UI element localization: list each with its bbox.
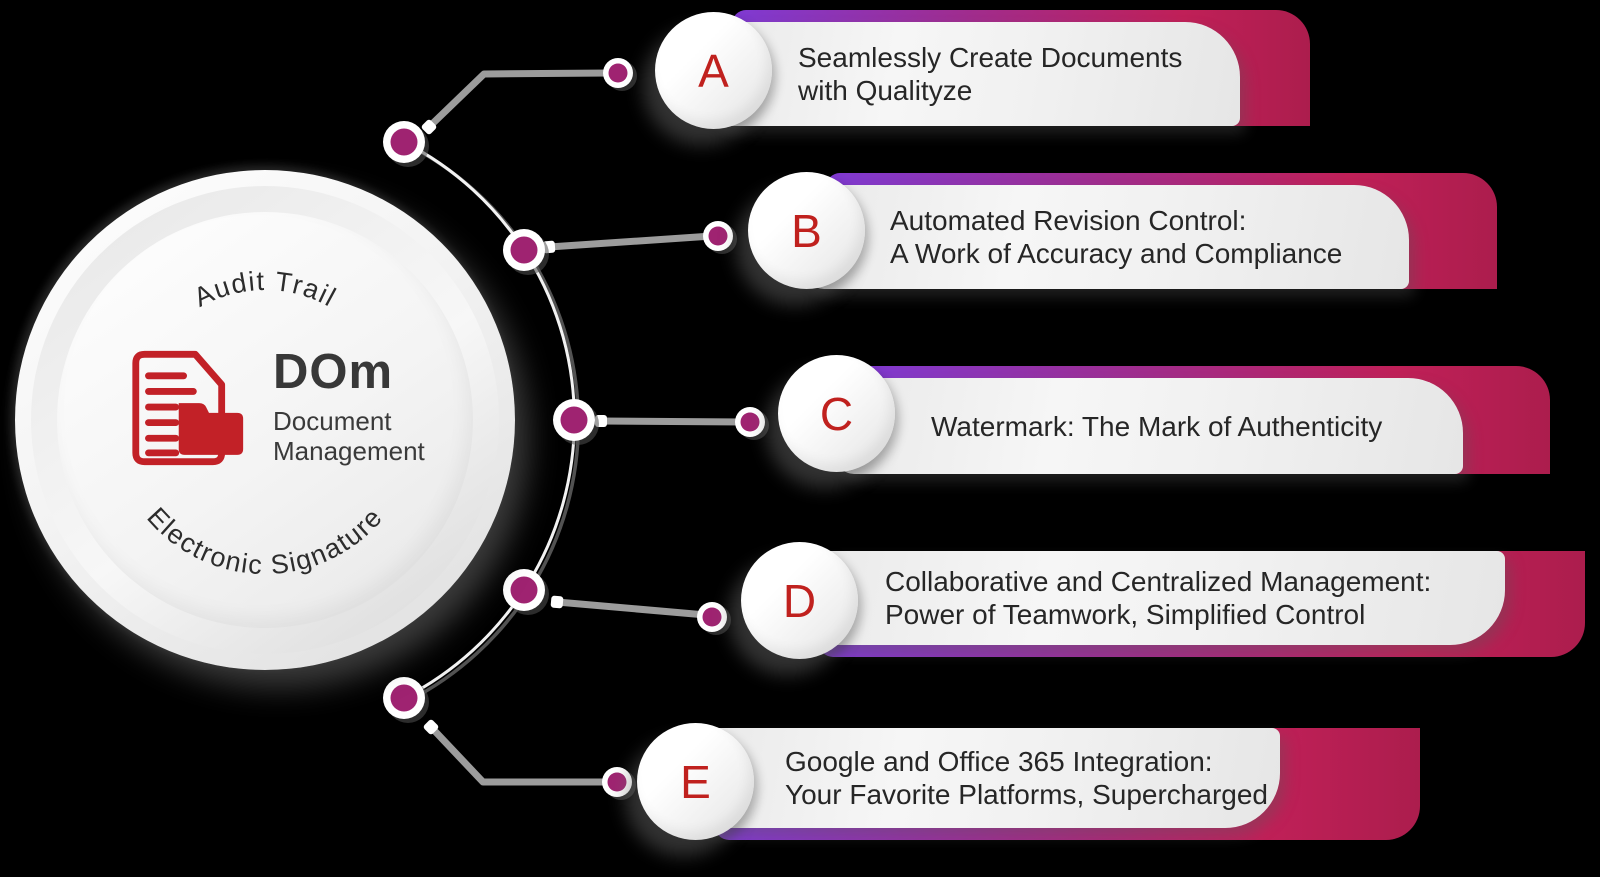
orbit-node-d — [503, 569, 549, 615]
end-dot-a — [603, 58, 637, 91]
feature-text-line2: A Work of Accuracy and Compliance — [890, 238, 1343, 269]
feature-bar — [799, 551, 1505, 645]
feature-bar — [712, 22, 1240, 126]
feature-text: Collaborative and Centralized Management… — [885, 551, 1431, 645]
feature-text-line2: Power of Teamwork, Simplified Control — [885, 599, 1366, 630]
feature-row-a: A Seamlessly Create Documents with Quali… — [655, 10, 1310, 129]
orbit-node-c — [553, 399, 599, 445]
hub-circle: Audit Trail Electronic Signature DOm Doc… — [15, 170, 515, 670]
orbit-node-e — [383, 677, 429, 723]
feature-row-b: B Automated Revision Control: A Work of … — [748, 172, 1497, 289]
connector-b — [548, 232, 713, 251]
feature-text-line2: Your Favorite Platforms, Supercharged — [785, 779, 1268, 810]
feature-text: Seamlessly Create Documents with Quality… — [798, 22, 1182, 126]
feature-row-c: C Watermark: The Mark of Authenticity — [778, 355, 1550, 474]
feature-letter-badge: B — [748, 172, 865, 289]
feature-bar — [806, 185, 1409, 289]
end-dot-c — [735, 407, 769, 440]
connector-e — [428, 724, 611, 786]
feature-row-e: E Google and Office 365 Integration: You… — [637, 723, 1420, 840]
feature-text-line1: Watermark: The Mark of Authenticity — [931, 410, 1383, 442]
notch-e — [423, 719, 439, 735]
feature-text-line2: with Qualityze — [798, 75, 973, 106]
end-dot-d — [697, 602, 731, 635]
brand-subtitle-line2: Management — [273, 436, 425, 466]
hub-inner-disc — [57, 212, 473, 628]
feature-letter: D — [782, 574, 817, 627]
brand-subtitle: Document Management — [273, 406, 425, 466]
feature-letter: A — [698, 44, 729, 97]
connector-c — [600, 417, 745, 426]
brand-subtitle-line1: Document — [273, 406, 392, 436]
feature-letter: B — [791, 204, 822, 257]
row-end-dots — [602, 58, 769, 800]
feature-text: Watermark: The Mark of Authenticity — [931, 378, 1382, 474]
feature-text-line1: Google and Office 365 Integration: — [785, 746, 1213, 777]
feature-text-line1: Automated Revision Control: — [890, 205, 1247, 236]
connector-d — [556, 598, 707, 619]
feature-text-line1: Collaborative and Centralized Management… — [885, 566, 1432, 597]
end-dot-b — [703, 221, 737, 254]
feature-letter: C — [819, 387, 854, 440]
electronic-signature-label: Electronic Signature — [141, 502, 388, 581]
orbit-node-a — [383, 121, 429, 167]
feature-bar — [695, 728, 1280, 828]
audit-trail-label: Audit Trail — [189, 266, 342, 313]
feature-letter-badge: A — [655, 12, 772, 129]
feature-letter-badge: E — [637, 723, 754, 840]
feature-letter-badge: D — [741, 542, 858, 659]
connector-a — [426, 69, 611, 130]
feature-text-line1: Seamlessly Create Documents — [798, 42, 1183, 73]
feature-text: Automated Revision Control: A Work of Ac… — [890, 185, 1342, 289]
document-folder-icon — [132, 350, 244, 466]
end-dot-e — [602, 767, 636, 800]
orbit-node-b — [503, 229, 549, 275]
feature-letter-badge: C — [778, 355, 895, 472]
feature-bar — [836, 378, 1463, 474]
connector-lines — [426, 69, 745, 786]
brand-name: DOm — [273, 345, 394, 399]
feature-text: Google and Office 365 Integration: Your … — [785, 728, 1268, 828]
feature-row-d: D Collaborative and Centralized Manageme… — [741, 542, 1585, 659]
orbit-nodes — [383, 121, 599, 723]
hub-brand-block: DOm Document Management — [273, 345, 425, 467]
feature-letter: E — [680, 755, 711, 808]
notch-d — [550, 595, 564, 609]
notch-a — [421, 119, 437, 135]
hub-curved-text: Audit Trail Electronic Signature — [141, 266, 388, 581]
